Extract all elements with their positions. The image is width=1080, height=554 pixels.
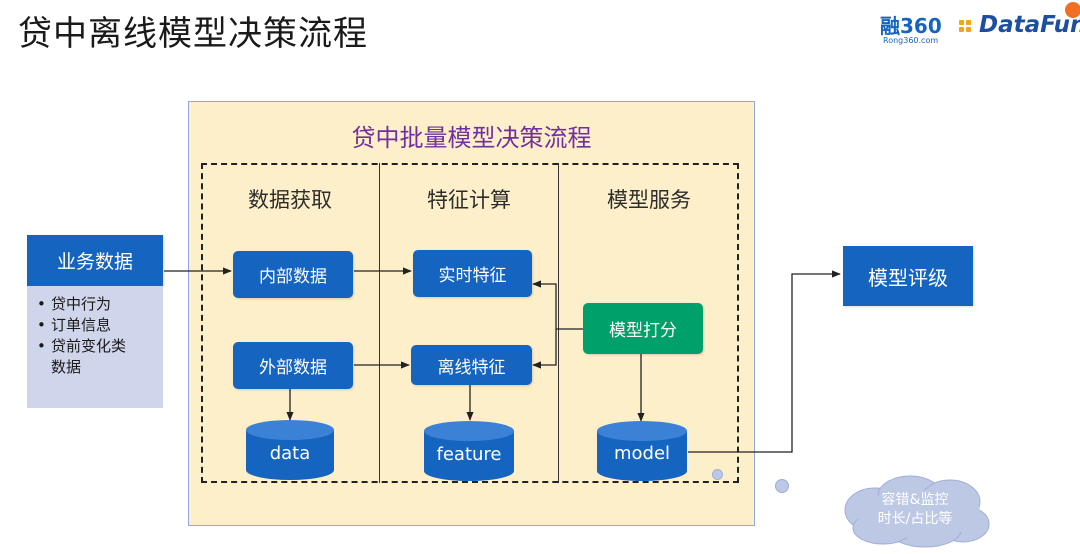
column-divider [558,163,559,483]
cloud-line-2: 时长/占比等 [877,511,953,527]
column-title-feature-computation: 特征计算 [427,188,511,212]
cloud-line-1: 容错&监控 [881,492,949,508]
process-columns-box [201,163,739,483]
rong360-logo-text: 融360 [880,14,942,38]
model-scoring-node: 模型打分 [583,303,703,354]
business-data-header: 业务数据 [27,235,163,286]
database-icon [424,421,514,481]
datafun-dots-icon [959,20,975,36]
column-title-data-acquisition: 数据获取 [248,188,332,212]
thought-cloud: 容错&监控 时长/占比等 [835,470,995,550]
model-rating-node: 模型评级 [843,246,973,306]
external-data-node: 外部数据 [233,342,353,389]
feature-store: feature [424,421,514,481]
database-icon [597,421,687,481]
business-data-list: 贷中行为 订单信息 贷前变化类数据 [27,286,163,408]
list-item: 订单信息 [37,315,163,336]
arrow-model-to-rating [688,270,841,453]
internal-data-node: 内部数据 [233,251,353,298]
model-store: model [597,421,687,481]
column-divider [379,163,380,483]
cloud-icon [844,475,990,548]
datafun-ball-icon [1065,2,1080,18]
data-store-label: data [269,443,311,464]
arrow-scoring-to-realtime [532,280,583,330]
brand-logo: 融360 Rong360.com DataFun. [877,2,1080,54]
list-item: 贷中行为 [37,294,163,315]
thought-bubble-dot [775,479,789,493]
realtime-feature-node: 实时特征 [413,250,532,297]
thought-bubble-dot [712,469,723,480]
page-title: 贷中离线模型决策流程 [18,14,368,54]
data-store: data [246,420,334,480]
model-store-label: model [613,443,671,464]
datafun-logo-text: DataFun. [979,12,1080,38]
column-title-model-service: 模型服务 [607,188,691,212]
offline-feature-node: 离线特征 [411,345,532,385]
panel-title: 贷中批量模型决策流程 [351,124,592,152]
arrow-scoring-to-offline [532,329,557,369]
feature-store-label: feature [436,444,502,465]
rong360-logo-subtext: Rong360.com [883,36,939,45]
database-icon [246,420,334,480]
list-item: 贷前变化类数据 [37,336,137,378]
